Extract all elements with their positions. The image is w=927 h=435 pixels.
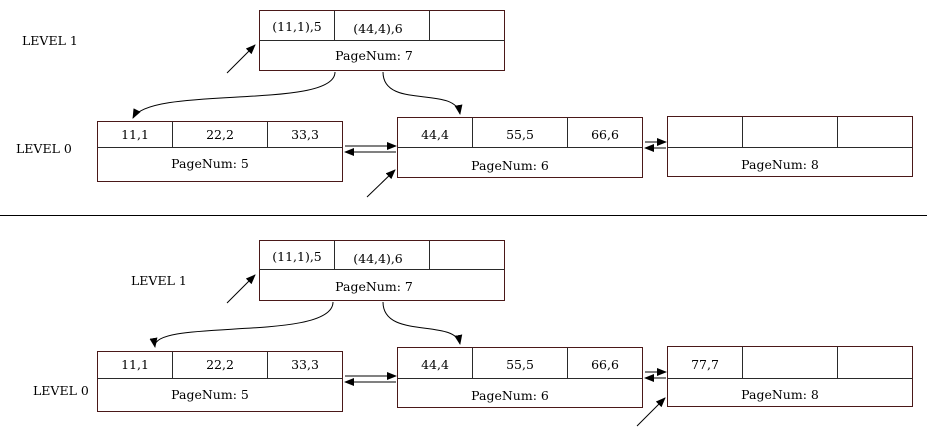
top-root-key-1: (11,1),5 (272, 19, 322, 34)
bottom-leaf-page-6: 44,4 55,5 66,6 PageNum: 6 (397, 347, 643, 408)
top-leaf5-key-3: 33,3 (291, 127, 319, 142)
bottom-page8-entry-arrow (636, 397, 666, 427)
bottom-leaf6-key-2: 55,5 (506, 357, 534, 372)
bottom-diagram: LEVEL 1 LEVEL 0 (11,1),5 (44,4),6 PageNu… (33, 240, 913, 427)
top-root-to-page6-arrow (382, 71, 463, 115)
top-leaf5-key-1: 11,1 (121, 127, 149, 142)
top-page6-entry-arrow (366, 169, 396, 198)
bottom-root-to-page6-arrow (382, 301, 463, 345)
top-leaf6-key-1: 44,4 (421, 127, 449, 142)
top-diagram: LEVEL 1 LEVEL 0 (11,1),5 (44,4),6 PageNu… (16, 10, 913, 198)
bottom-leaf5-key-3: 33,3 (291, 357, 319, 372)
bottom-leaf-page-8: 77,7 PageNum: 8 (667, 346, 913, 407)
bottom-root-entry-arrow (226, 274, 256, 304)
bottom-leaf-page-5: 11,1 22,2 33,3 PageNum: 5 (97, 351, 343, 412)
top-root-page-label: PageNum: 7 (335, 48, 413, 63)
top-leaf-page-6: 44,4 55,5 66,6 PageNum: 6 (397, 117, 643, 178)
bottom-leaf5-page-label: PageNum: 5 (171, 387, 249, 402)
bottom-level1-label: LEVEL 1 (131, 273, 187, 288)
bottom-leaf8-page-label: PageNum: 8 (741, 387, 819, 402)
bottom-level0-label: LEVEL 0 (33, 383, 89, 398)
top-leaf6-key-3: 66,6 (591, 127, 619, 142)
bottom-leaf6-key-3: 66,6 (591, 357, 619, 372)
bottom-leaf5-key-2: 22,2 (206, 357, 234, 372)
bottom-root-key-1: (11,1),5 (272, 249, 322, 264)
bottom-root-to-page5-arrow (149, 301, 334, 348)
top-leaf8-page-label: PageNum: 8 (741, 157, 819, 172)
top-root-entry-arrow (226, 44, 256, 74)
top-leaf-page-5: 11,1 22,2 33,3 PageNum: 5 (97, 121, 343, 182)
top-leaf6-page-label: PageNum: 6 (471, 158, 549, 173)
top-leaf5-page-label: PageNum: 5 (171, 156, 249, 171)
bottom-root-page-label: PageNum: 7 (335, 279, 413, 294)
top-leaf-page-8: PageNum: 8 (667, 116, 913, 177)
top-leaf5-key-2: 22,2 (206, 127, 234, 142)
top-leaf6-key-2: 55,5 (506, 127, 534, 142)
bottom-leaf5-key-1: 11,1 (121, 357, 149, 372)
bottom-leaf8-key-1: 77,7 (691, 357, 719, 372)
top-level1-label: LEVEL 1 (22, 33, 78, 48)
bottom-leaf6-key-1: 44,4 (421, 357, 449, 372)
bottom-leaf6-page-label: PageNum: 6 (471, 388, 549, 403)
top-root-to-page5-arrow (132, 71, 336, 119)
top-root-key-2: (44,4),6 (353, 21, 403, 36)
bottom-root-node: (11,1),5 (44,4),6 PageNum: 7 (259, 240, 505, 301)
bottom-root-key-2: (44,4),6 (353, 251, 403, 266)
top-level0-label: LEVEL 0 (16, 141, 72, 156)
top-root-node: (11,1),5 (44,4),6 PageNum: 7 (259, 10, 505, 71)
